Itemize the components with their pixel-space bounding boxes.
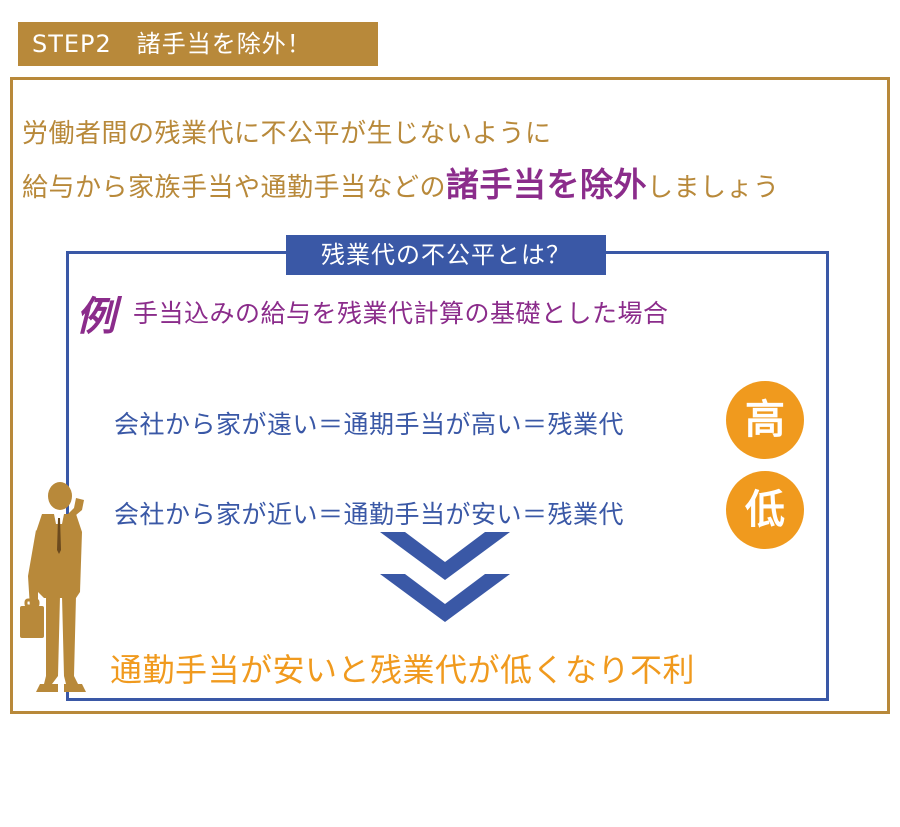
businessman-phone-icon xyxy=(20,482,86,692)
example-mark: 例 xyxy=(76,294,116,340)
example-text: 手当込みの給与を残業代計算の基礎とした場合 xyxy=(133,299,669,328)
step-badge: STEP2 諸手当を除外！ xyxy=(18,22,378,66)
conclusion-text: 通勤手当が安いと残業代が低くなり不利 xyxy=(110,651,696,689)
case-low-text: 会社から家が近い＝通勤手当が安い＝残業代 xyxy=(114,500,625,529)
example-title: 残業代の不公平とは？ xyxy=(286,235,606,275)
outer-frame xyxy=(10,77,890,714)
case-high-text: 会社から家が遠い＝通期手当が高い＝残業代 xyxy=(114,410,625,439)
intro-line-2-prefix: 給与から家族手当や通勤手当などの xyxy=(22,173,447,203)
level-low-badge: 低 xyxy=(726,471,804,549)
level-high-badge: 高 xyxy=(726,381,804,459)
intro-line-2: 給与から家族手当や通勤手当などの諸手当を除外しましょう xyxy=(22,158,780,206)
intro-line-2-suffix: しましょう xyxy=(647,173,780,203)
intro-line-1: 労働者間の残業代に不公平が生じないように xyxy=(22,119,552,149)
intro-emphasis: 諸手当を除外 xyxy=(446,165,648,204)
double-chevron-down-icon xyxy=(380,532,510,622)
